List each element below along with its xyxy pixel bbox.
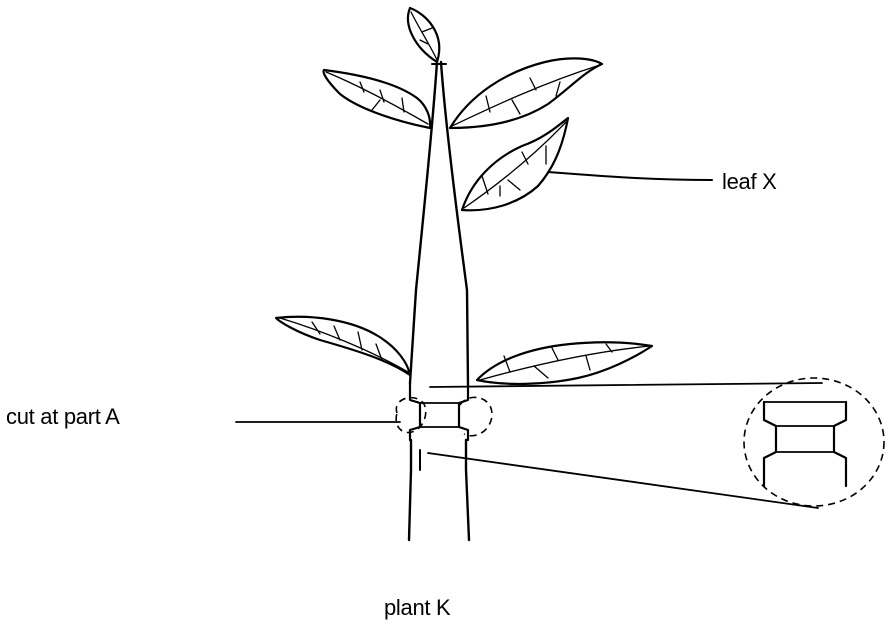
leaf-lower-right [477,342,652,384]
label-leaf-x: leaf X [722,171,776,193]
leaf-x [462,118,568,210]
label-plant-k: plant K [384,597,450,619]
magnified-cut-inset [744,378,884,506]
leaf-x-leader-line [548,172,712,180]
label-cut-at-part-a: cut at part A [6,406,120,428]
cut-part-a [396,383,492,440]
leaf-upper-left [324,70,431,128]
plant-stem [409,62,469,540]
leaf-upper-right [450,58,602,128]
top-leaf [408,8,439,62]
leaf-lower-left [276,317,410,375]
